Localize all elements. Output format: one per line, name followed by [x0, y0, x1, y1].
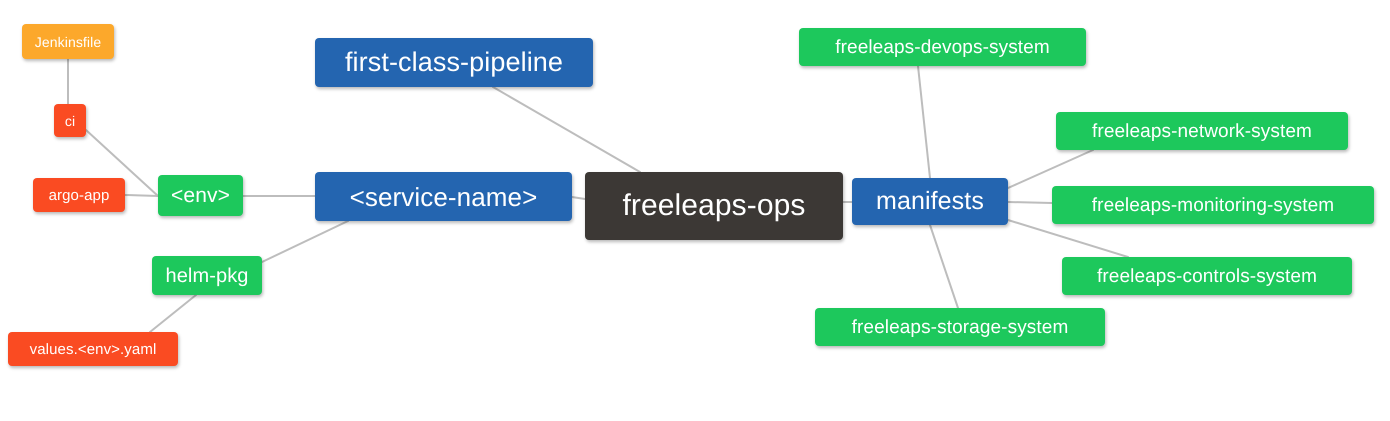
edge-e-manifests-devops — [917, 65, 931, 179]
node-freeleaps-ops[interactable]: freeleaps-ops — [585, 172, 843, 240]
node-label-argo-app: argo-app — [48, 186, 110, 204]
node-label-env: <env> — [171, 184, 230, 207]
node-values-env-yaml[interactable]: values.<env>.yaml — [8, 332, 178, 366]
node-service-name[interactable]: <service-name> — [315, 172, 572, 221]
node-label-helm-pkg: helm-pkg — [165, 264, 249, 287]
node-first-class-pipeline[interactable]: first-class-pipeline — [315, 38, 593, 87]
node-label-jenkinsfile: Jenkinsfile — [34, 33, 102, 50]
node-label-service-name: <service-name> — [349, 181, 538, 212]
node-label-freeleaps-storage-system: freeleaps-storage-system — [851, 316, 1069, 338]
node-helm-pkg[interactable]: helm-pkg — [152, 256, 262, 295]
node-freeleaps-controls-system[interactable]: freeleaps-controls-system — [1062, 257, 1352, 295]
edge-e-manifests-network — [1007, 149, 1094, 189]
node-env[interactable]: <env> — [158, 175, 243, 216]
edge-e-manifests-monitoring — [1007, 201, 1053, 204]
node-label-first-class-pipeline: first-class-pipeline — [344, 47, 564, 77]
node-freeleaps-monitoring-system[interactable]: freeleaps-monitoring-system — [1052, 186, 1374, 224]
edge-e-firstclass-ops — [492, 86, 641, 173]
node-jenkinsfile[interactable]: Jenkinsfile — [22, 24, 114, 59]
node-freeleaps-storage-system[interactable]: freeleaps-storage-system — [815, 308, 1105, 346]
edge-e-argoapp-env — [124, 194, 159, 197]
edge-e-helmpkg-servicename — [261, 220, 349, 263]
node-label-ci: ci — [64, 112, 76, 129]
edge-e-servicename-ops — [571, 196, 586, 200]
node-label-freeleaps-ops: freeleaps-ops — [622, 189, 806, 222]
node-label-manifests: manifests — [876, 187, 984, 215]
node-label-freeleaps-controls-system: freeleaps-controls-system — [1096, 265, 1318, 287]
node-manifests[interactable]: manifests — [852, 178, 1008, 225]
edge-e-values-helmpkg — [149, 294, 197, 333]
node-freeleaps-network-system[interactable]: freeleaps-network-system — [1056, 112, 1348, 150]
node-argo-app[interactable]: argo-app — [33, 178, 125, 212]
node-label-freeleaps-monitoring-system: freeleaps-monitoring-system — [1091, 194, 1335, 216]
edge-e-manifests-storage — [929, 224, 959, 309]
node-freeleaps-devops-system[interactable]: freeleaps-devops-system — [799, 28, 1086, 66]
node-label-values-env-yaml: values.<env>.yaml — [29, 340, 157, 358]
node-ci[interactable]: ci — [54, 104, 86, 137]
edge-e-manifests-controls — [1007, 219, 1129, 258]
node-label-freeleaps-network-system: freeleaps-network-system — [1092, 120, 1312, 142]
node-label-freeleaps-devops-system: freeleaps-devops-system — [835, 36, 1050, 58]
